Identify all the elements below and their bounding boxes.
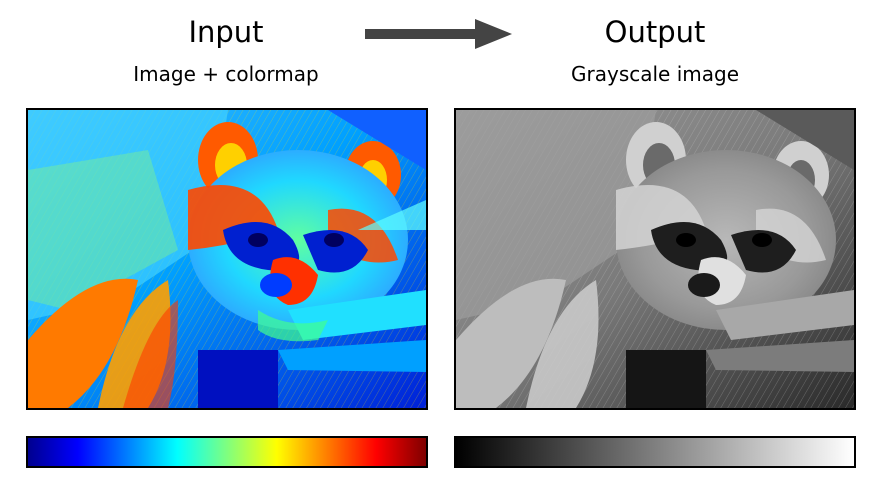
input-subheading: Image + colormap	[133, 62, 319, 86]
input-heading: Input	[188, 15, 264, 49]
raccoon-grayscale-illustration	[456, 110, 854, 408]
input-image	[26, 108, 428, 410]
output-image	[454, 108, 856, 410]
right-arrow-icon	[365, 19, 512, 49]
output-subheading: Grayscale image	[571, 62, 739, 86]
output-heading: Output	[604, 15, 706, 49]
grayscale-colorbar	[454, 436, 856, 468]
jet-colorbar	[26, 436, 428, 468]
raccoon-jet-illustration	[28, 110, 426, 408]
